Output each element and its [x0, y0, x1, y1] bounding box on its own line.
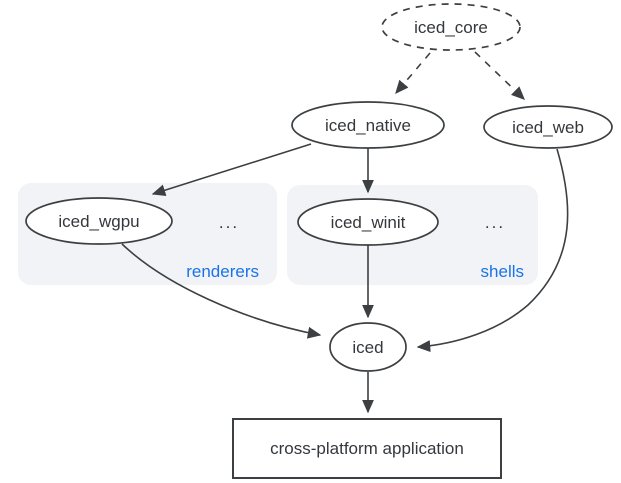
- iced-winit-label: iced_winit: [331, 213, 406, 232]
- iced-native-label: iced_native: [325, 116, 411, 135]
- iced-web-label: iced_web: [512, 118, 584, 137]
- renderers-ellipsis: ...: [219, 213, 239, 232]
- node-iced-winit: iced_winit: [297, 198, 439, 246]
- iced-native-ellipse: [291, 101, 445, 149]
- edge-iced-core-to-iced-native: [395, 52, 431, 95]
- iced-web-ellipse: [483, 105, 613, 149]
- iced-winit-ellipse: [297, 198, 439, 246]
- iced-wgpu-ellipse: [25, 197, 173, 245]
- iced-core-ellipse: [381, 3, 521, 51]
- node-cross-platform-application: cross-platform application: [232, 418, 502, 479]
- edge-iced-wgpu-to-iced: [121, 243, 322, 339]
- node-iced-wgpu: iced_wgpu: [25, 197, 173, 245]
- iced-ellipse: [329, 322, 407, 372]
- iced-core-label: iced_core: [414, 18, 488, 37]
- edge-iced-core-to-iced-web: [474, 51, 525, 100]
- edge-iced-web-to-iced: [416, 148, 569, 352]
- edges: [121, 51, 569, 414]
- shells-ellipsis: ...: [485, 213, 505, 232]
- application-label: cross-platform application: [270, 439, 464, 458]
- group-label-renderers: renderers: [186, 262, 259, 281]
- node-iced: iced: [329, 322, 407, 372]
- node-iced-web: iced_web: [483, 105, 613, 149]
- application-rect: [232, 418, 502, 479]
- node-iced-core: iced_core: [381, 3, 521, 51]
- node-iced-native: iced_native: [291, 101, 445, 149]
- edge-iced-native-to-iced-wgpu: [151, 143, 312, 197]
- iced-label: iced: [352, 338, 383, 357]
- iced-wgpu-label: iced_wgpu: [58, 212, 139, 231]
- group-label-shells: shells: [481, 262, 524, 281]
